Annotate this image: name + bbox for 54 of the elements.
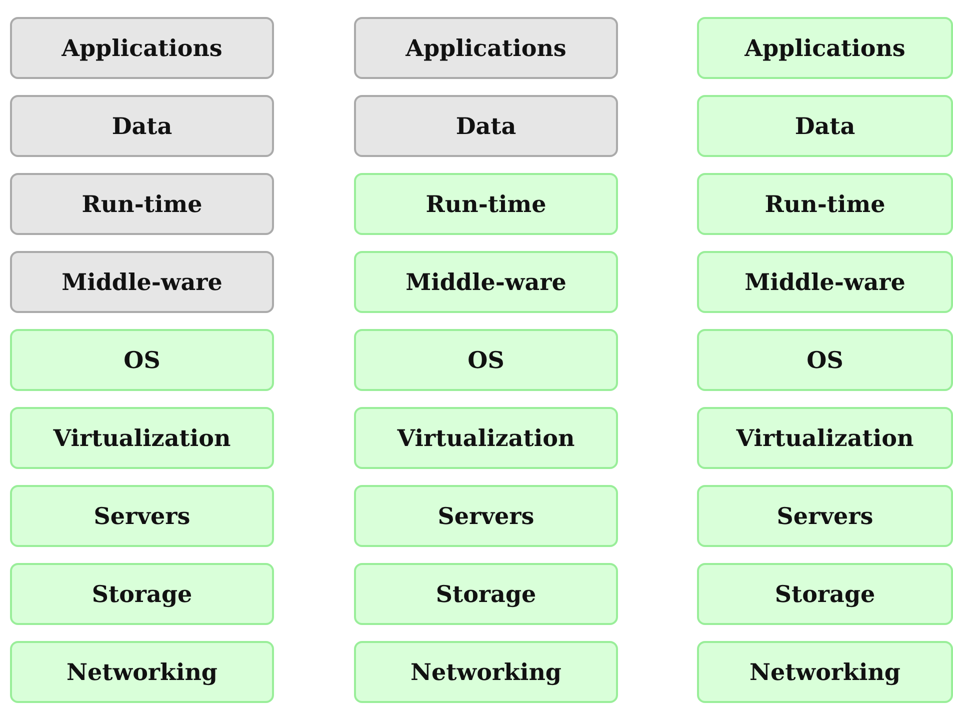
layer-box xyxy=(354,17,618,79)
layer-label: Networking xyxy=(749,658,901,686)
layer-box xyxy=(354,641,618,703)
layer-box xyxy=(10,407,274,469)
layer-box xyxy=(354,173,618,235)
layer-box xyxy=(697,17,953,79)
layer-label: Storage xyxy=(774,580,876,608)
layer-box xyxy=(354,485,618,547)
layer-box xyxy=(10,95,274,157)
layer-box xyxy=(354,95,618,157)
layer-box xyxy=(697,485,953,547)
layer-box xyxy=(354,251,618,313)
layer-box xyxy=(10,563,274,625)
layer-label: Data xyxy=(794,112,856,140)
layer-label: Applications xyxy=(62,34,222,62)
layer-box xyxy=(697,329,953,391)
layer-label: Virtualization xyxy=(53,424,231,452)
layer-box xyxy=(354,407,618,469)
layer-box xyxy=(697,407,953,469)
layer-box xyxy=(10,251,274,313)
layer-label: OS xyxy=(124,346,160,374)
layer-label: Run-time xyxy=(82,190,202,218)
layer-label: Middle-ware xyxy=(62,268,222,296)
layer-label: Storage xyxy=(436,580,536,608)
layer-box xyxy=(697,251,953,313)
layer-label: Virtualization xyxy=(736,424,914,452)
layer-label: Servers xyxy=(438,502,534,530)
layer-box xyxy=(697,95,953,157)
layer-box xyxy=(354,563,618,625)
layer-box xyxy=(697,641,953,703)
layer-label: Data xyxy=(112,112,172,140)
layer-label: OS xyxy=(468,346,504,374)
layer-box xyxy=(697,173,953,235)
layer-label: Networking xyxy=(410,658,562,686)
layer-label: OS xyxy=(806,346,844,374)
layer-label: Servers xyxy=(94,502,190,530)
layer-box xyxy=(10,173,274,235)
layer-label: Applications xyxy=(406,34,566,62)
layer-label: Networking xyxy=(66,658,218,686)
layer-box xyxy=(10,641,274,703)
layer-label: Middle-ware xyxy=(406,268,566,296)
layer-label: Virtualization xyxy=(397,424,575,452)
layer-label: Middle-ware xyxy=(744,268,906,296)
layer-label: Run-time xyxy=(764,190,886,218)
layer-label: Data xyxy=(456,112,516,140)
layer-label: Applications xyxy=(744,34,906,62)
layer-box xyxy=(354,329,618,391)
layer-box xyxy=(697,563,953,625)
layer-label: Servers xyxy=(776,502,874,530)
layer-box xyxy=(10,329,274,391)
layer-label: Storage xyxy=(92,580,192,608)
layer-box xyxy=(10,485,274,547)
layer-label: Run-time xyxy=(426,190,546,218)
layer-box xyxy=(10,17,274,79)
